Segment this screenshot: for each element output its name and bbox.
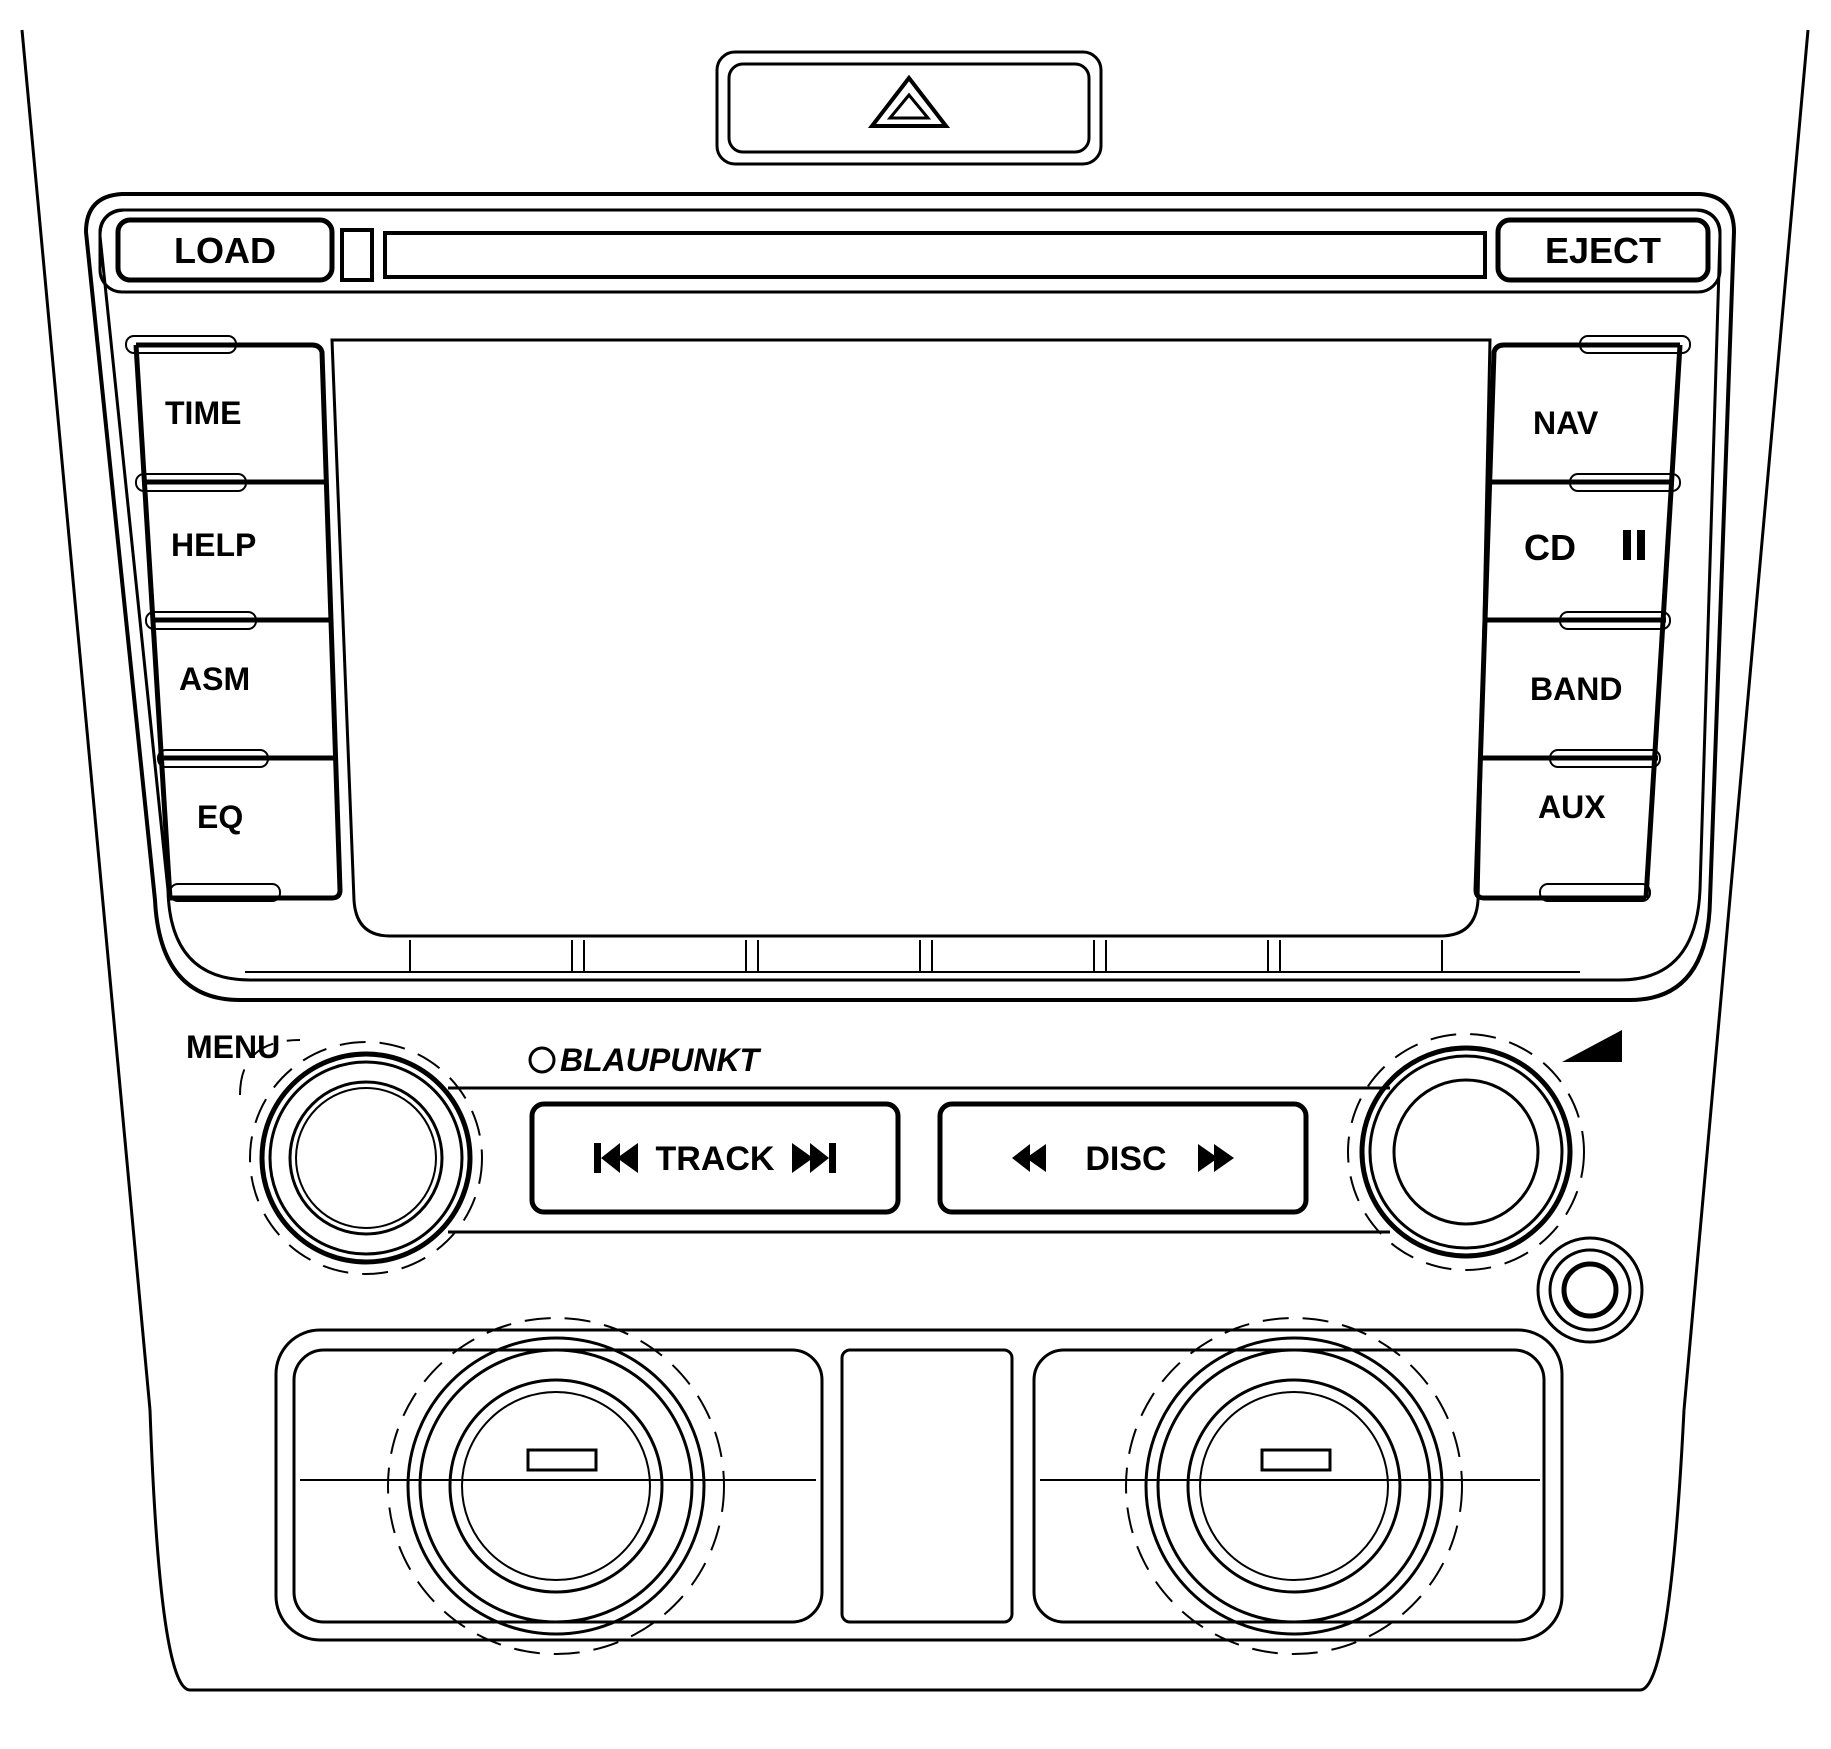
volume-knob[interactable] xyxy=(1347,1030,1622,1271)
aux-button[interactable]: AUX xyxy=(1538,789,1606,825)
left-button-column: TIME HELP ASM EQ xyxy=(125,335,343,902)
nav-button[interactable]: NAV xyxy=(1533,405,1599,441)
display-screen xyxy=(245,338,1580,973)
volume-ramp-icon xyxy=(1562,1030,1622,1062)
band-button[interactable]: BAND xyxy=(1530,671,1622,707)
fast-forward-icon xyxy=(1198,1144,1234,1172)
disc-button[interactable]: DISC xyxy=(937,1101,1309,1215)
disc-indicator xyxy=(340,228,374,282)
right-climate-knob[interactable] xyxy=(1125,1317,1463,1655)
asm-label: ASM xyxy=(179,661,250,697)
hazard-triangle-icon xyxy=(867,74,951,128)
time-button[interactable]: TIME xyxy=(165,395,241,431)
climate-panel xyxy=(274,1328,1564,1642)
load-button[interactable]: LOAD xyxy=(115,217,335,283)
brand-name: BLAUPUNKT xyxy=(560,1042,762,1078)
load-label: LOAD xyxy=(174,230,276,271)
track-button[interactable]: TRACK xyxy=(529,1101,901,1215)
cd-label: CD xyxy=(1524,527,1576,568)
eq-label: EQ xyxy=(197,799,243,835)
track-label: TRACK xyxy=(656,1140,775,1178)
skip-next-icon xyxy=(792,1143,836,1173)
nav-label: NAV xyxy=(1533,405,1599,441)
right-button-column: NAV CD BAND AUX xyxy=(1473,335,1691,902)
brand-logo: BLAUPUNKT xyxy=(528,1042,762,1078)
rewind-icon xyxy=(1012,1144,1046,1172)
help-button[interactable]: HELP xyxy=(171,527,256,563)
menu-knob[interactable]: MENU xyxy=(186,1029,483,1275)
cd-slot-row: LOAD EJECT xyxy=(98,208,1722,294)
cd-slot xyxy=(383,231,1487,279)
aux-label: AUX xyxy=(1538,789,1606,825)
asm-button[interactable]: ASM xyxy=(179,661,250,697)
right-knob-indicator xyxy=(1260,1448,1332,1472)
control-strip xyxy=(239,1039,1390,1234)
band-label: BAND xyxy=(1530,671,1622,707)
soft-key-strip xyxy=(409,940,1443,972)
eject-label: EJECT xyxy=(1545,230,1661,271)
skip-previous-icon xyxy=(594,1143,638,1173)
eject-button[interactable]: EJECT xyxy=(1495,217,1711,283)
left-climate-knob[interactable] xyxy=(387,1317,725,1655)
eq-button[interactable]: EQ xyxy=(197,799,243,835)
round-button[interactable] xyxy=(1536,1236,1644,1344)
time-label: TIME xyxy=(165,395,241,431)
pause-icon xyxy=(1623,530,1645,560)
cd-button[interactable]: CD xyxy=(1524,527,1645,568)
disc-label: DISC xyxy=(1085,1140,1166,1178)
menu-label: MENU xyxy=(186,1029,280,1065)
help-label: HELP xyxy=(171,527,256,563)
left-knob-indicator xyxy=(526,1448,598,1472)
hazard-button[interactable] xyxy=(715,50,1103,166)
console-outline xyxy=(20,29,1810,1692)
